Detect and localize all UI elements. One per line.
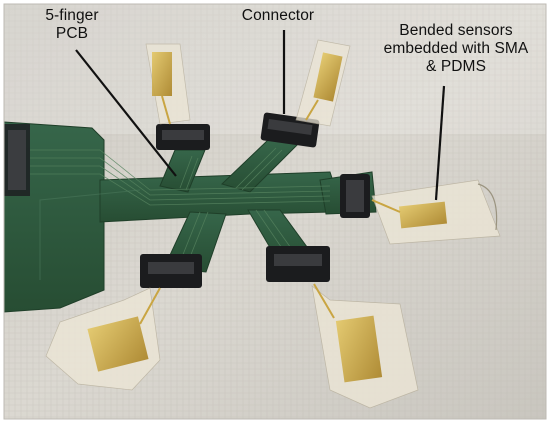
connector-bottom-left <box>140 254 202 288</box>
pcb-annotation-line1: 5-finger <box>45 7 99 24</box>
sensor-annotation: Bended sensors embedded with SMA & PDMS <box>366 22 546 76</box>
sensor-annotation-line1: Bended sensors <box>399 22 513 39</box>
pcb-annotation: 5-finger PCB <box>20 7 124 43</box>
sensor-bottom-right <box>311 283 419 409</box>
sensor-right <box>371 179 501 245</box>
sensor-annotation-line3: & PDMS <box>425 58 487 75</box>
pcb-leader-line <box>75 49 177 177</box>
sensor-annotation-line2: embedded with SMA <box>383 40 529 57</box>
sensor-top-left <box>145 43 191 125</box>
sensor-leader-line <box>434 85 446 201</box>
connector-top-left <box>156 124 210 150</box>
sensor-bottom-left <box>45 287 161 391</box>
connector-annotation: Connector <box>241 7 315 24</box>
sensor-top-right <box>295 39 351 127</box>
connector-bottom-right <box>266 246 330 282</box>
connector-right <box>340 174 370 218</box>
pcb-annotation-line2: PCB <box>55 25 89 42</box>
